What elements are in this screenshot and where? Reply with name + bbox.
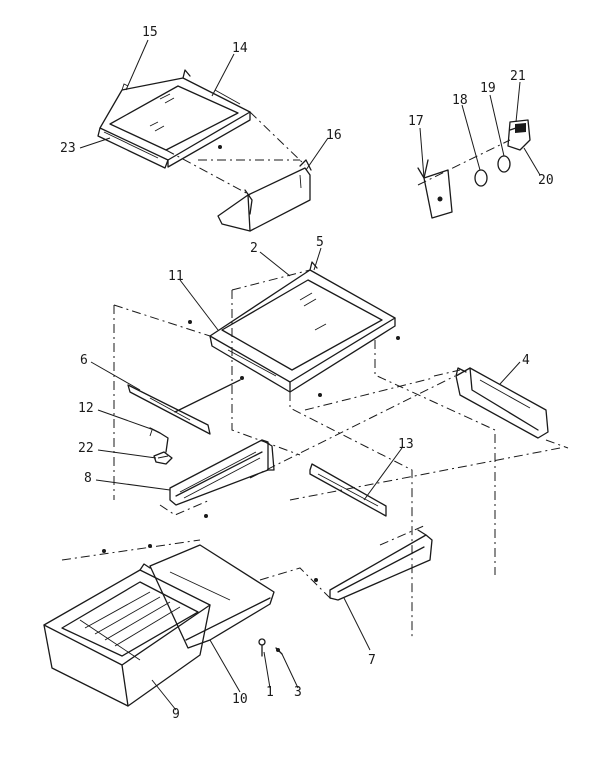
callout-4: 4 <box>522 353 530 368</box>
callout-18: 18 <box>452 93 468 108</box>
callout-5: 5 <box>316 235 324 250</box>
callout-21: 21 <box>510 69 526 84</box>
drawer-cover-10 <box>149 544 275 649</box>
callout-8: 8 <box>84 471 92 486</box>
upper-glass-shelf <box>97 69 251 169</box>
leader-lines <box>79 39 541 711</box>
callout-10: 10 <box>232 692 248 707</box>
callout-23: 23 <box>60 141 76 156</box>
callout-19: 19 <box>480 81 496 96</box>
callout-13: 13 <box>398 437 414 452</box>
slide-rail-7 <box>314 529 433 601</box>
rail-13 <box>309 463 387 517</box>
callout-11: 11 <box>168 269 184 284</box>
callout-2: 2 <box>250 241 258 256</box>
bracket-assembly <box>417 119 531 219</box>
callout-22: 22 <box>78 441 94 456</box>
callout-labels: 15 14 23 16 17 18 19 21 20 2 5 11 6 4 12… <box>60 25 554 722</box>
callout-20: 20 <box>538 173 554 188</box>
callout-7: 7 <box>368 653 376 668</box>
main-glass-shelf <box>188 261 400 397</box>
callout-15: 15 <box>142 25 158 40</box>
callout-9: 9 <box>172 707 180 722</box>
callout-1: 1 <box>266 685 274 700</box>
callout-6: 6 <box>80 353 88 368</box>
callout-17: 17 <box>408 114 424 129</box>
spring-clip-12 <box>149 427 169 453</box>
callout-12: 12 <box>78 401 94 416</box>
rail-6 <box>127 376 244 435</box>
clip-22 <box>153 451 173 465</box>
cover-4 <box>455 367 549 439</box>
callout-16: 16 <box>326 128 342 143</box>
shelf-support-16 <box>217 159 312 232</box>
crisper-drawer-9 <box>43 563 211 707</box>
slide-rail-8 <box>169 439 275 506</box>
screw-3 <box>275 647 283 655</box>
callout-3: 3 <box>294 685 302 700</box>
callout-14: 14 <box>232 41 248 56</box>
screw-1 <box>258 638 266 657</box>
